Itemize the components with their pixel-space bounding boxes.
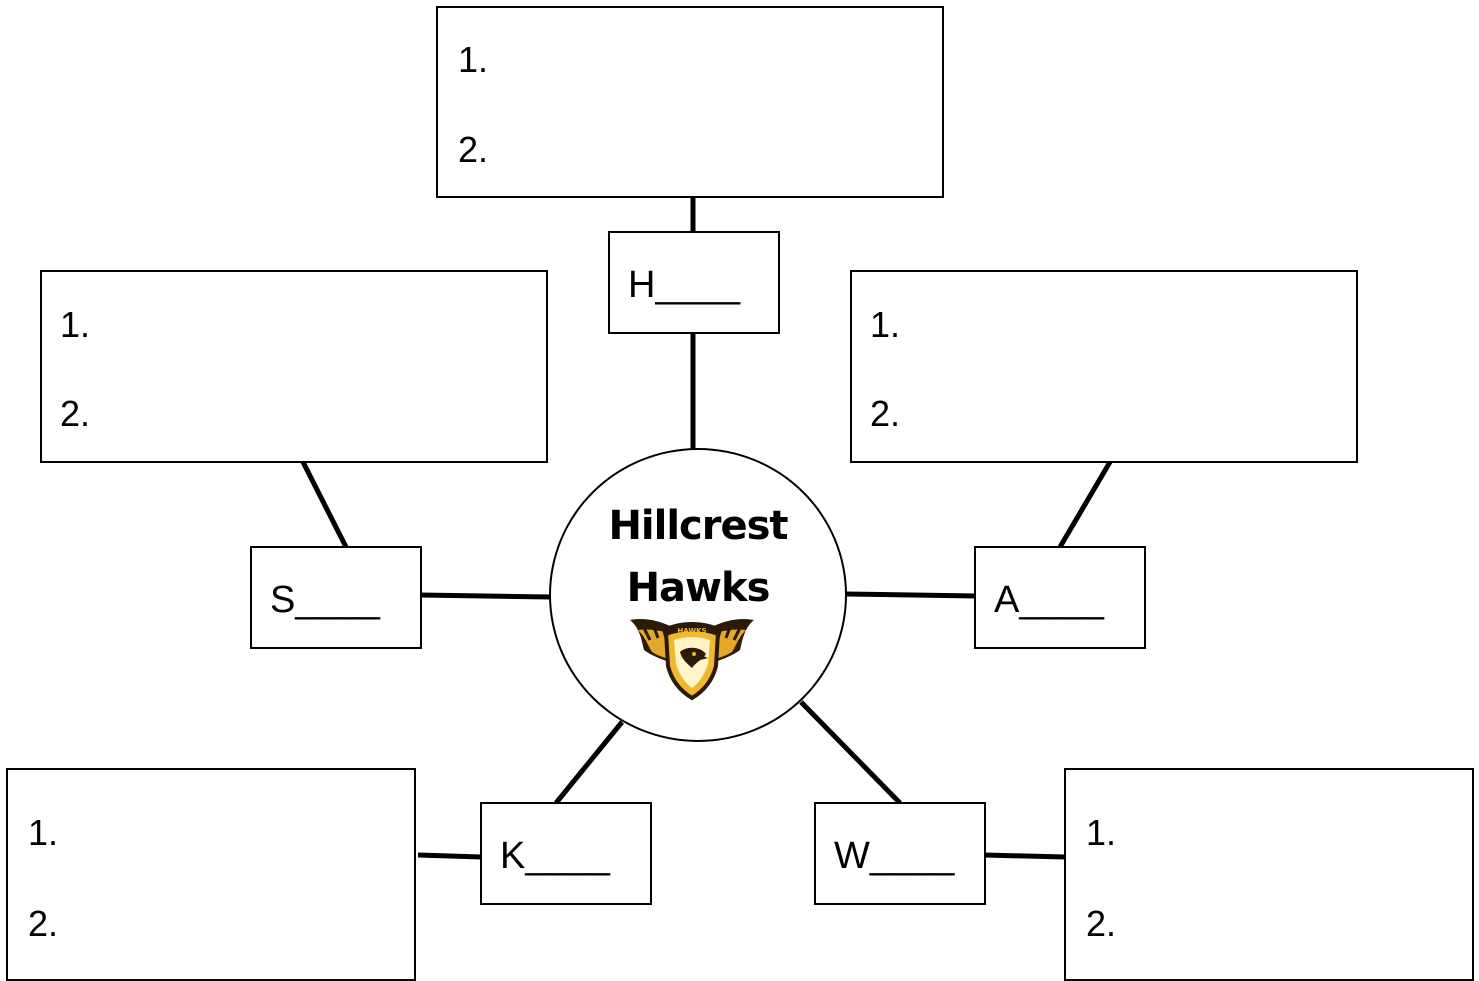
list-item-1: 1. [1086, 812, 1117, 853]
label-box-w[interactable]: W____ [814, 802, 986, 905]
list-item-1: 1. [28, 812, 59, 853]
label-h: H____ [628, 264, 740, 306]
label-s: S____ [270, 579, 380, 621]
connector-w-to-bottom-right-list [983, 852, 1066, 860]
list-box-bottom-left[interactable]: 1. 2. [6, 768, 416, 981]
list-item-2: 2. [60, 393, 91, 434]
list-item-1: 1. [60, 304, 91, 345]
label-box-s[interactable]: S____ [250, 546, 422, 649]
label-box-h[interactable]: H____ [608, 231, 780, 334]
label-a: A____ [994, 579, 1104, 621]
list-item-2: 2. [28, 903, 59, 944]
list-box-bottom-right[interactable]: 1. 2. [1064, 768, 1474, 981]
label-k: K____ [500, 835, 610, 877]
logo-text: HAWKS [677, 627, 706, 635]
label-box-a[interactable]: A____ [974, 546, 1146, 649]
connector-hub-to-w [799, 700, 902, 805]
label-box-k[interactable]: K____ [480, 802, 652, 905]
connector-upper-left-list-to-s [300, 460, 349, 549]
hub-title-line1: Hillcrest [608, 503, 788, 549]
list-item-1: 1. [870, 304, 901, 345]
label-w: W____ [834, 835, 955, 877]
list-box-top[interactable]: 1. 2. [436, 6, 944, 198]
list-box-upper-left[interactable]: 1. 2. [40, 270, 548, 463]
hub-title-line2: Hawks [626, 565, 771, 611]
connector-hub-to-k [554, 720, 624, 805]
connector-k-to-bottom-left-list [417, 852, 482, 860]
hawks-logo-icon: HAWKS [630, 618, 754, 701]
list-item-2: 2. [870, 393, 901, 434]
connector-upper-right-list-to-a [1057, 460, 1113, 549]
list-item-2: 2. [458, 129, 489, 170]
list-item-1: 1. [458, 39, 489, 80]
connector-hub-to-a [845, 591, 977, 599]
connector-s-to-hub [419, 592, 551, 600]
list-item-2: 2. [1086, 903, 1117, 944]
list-box-upper-right[interactable]: 1. 2. [850, 270, 1358, 463]
